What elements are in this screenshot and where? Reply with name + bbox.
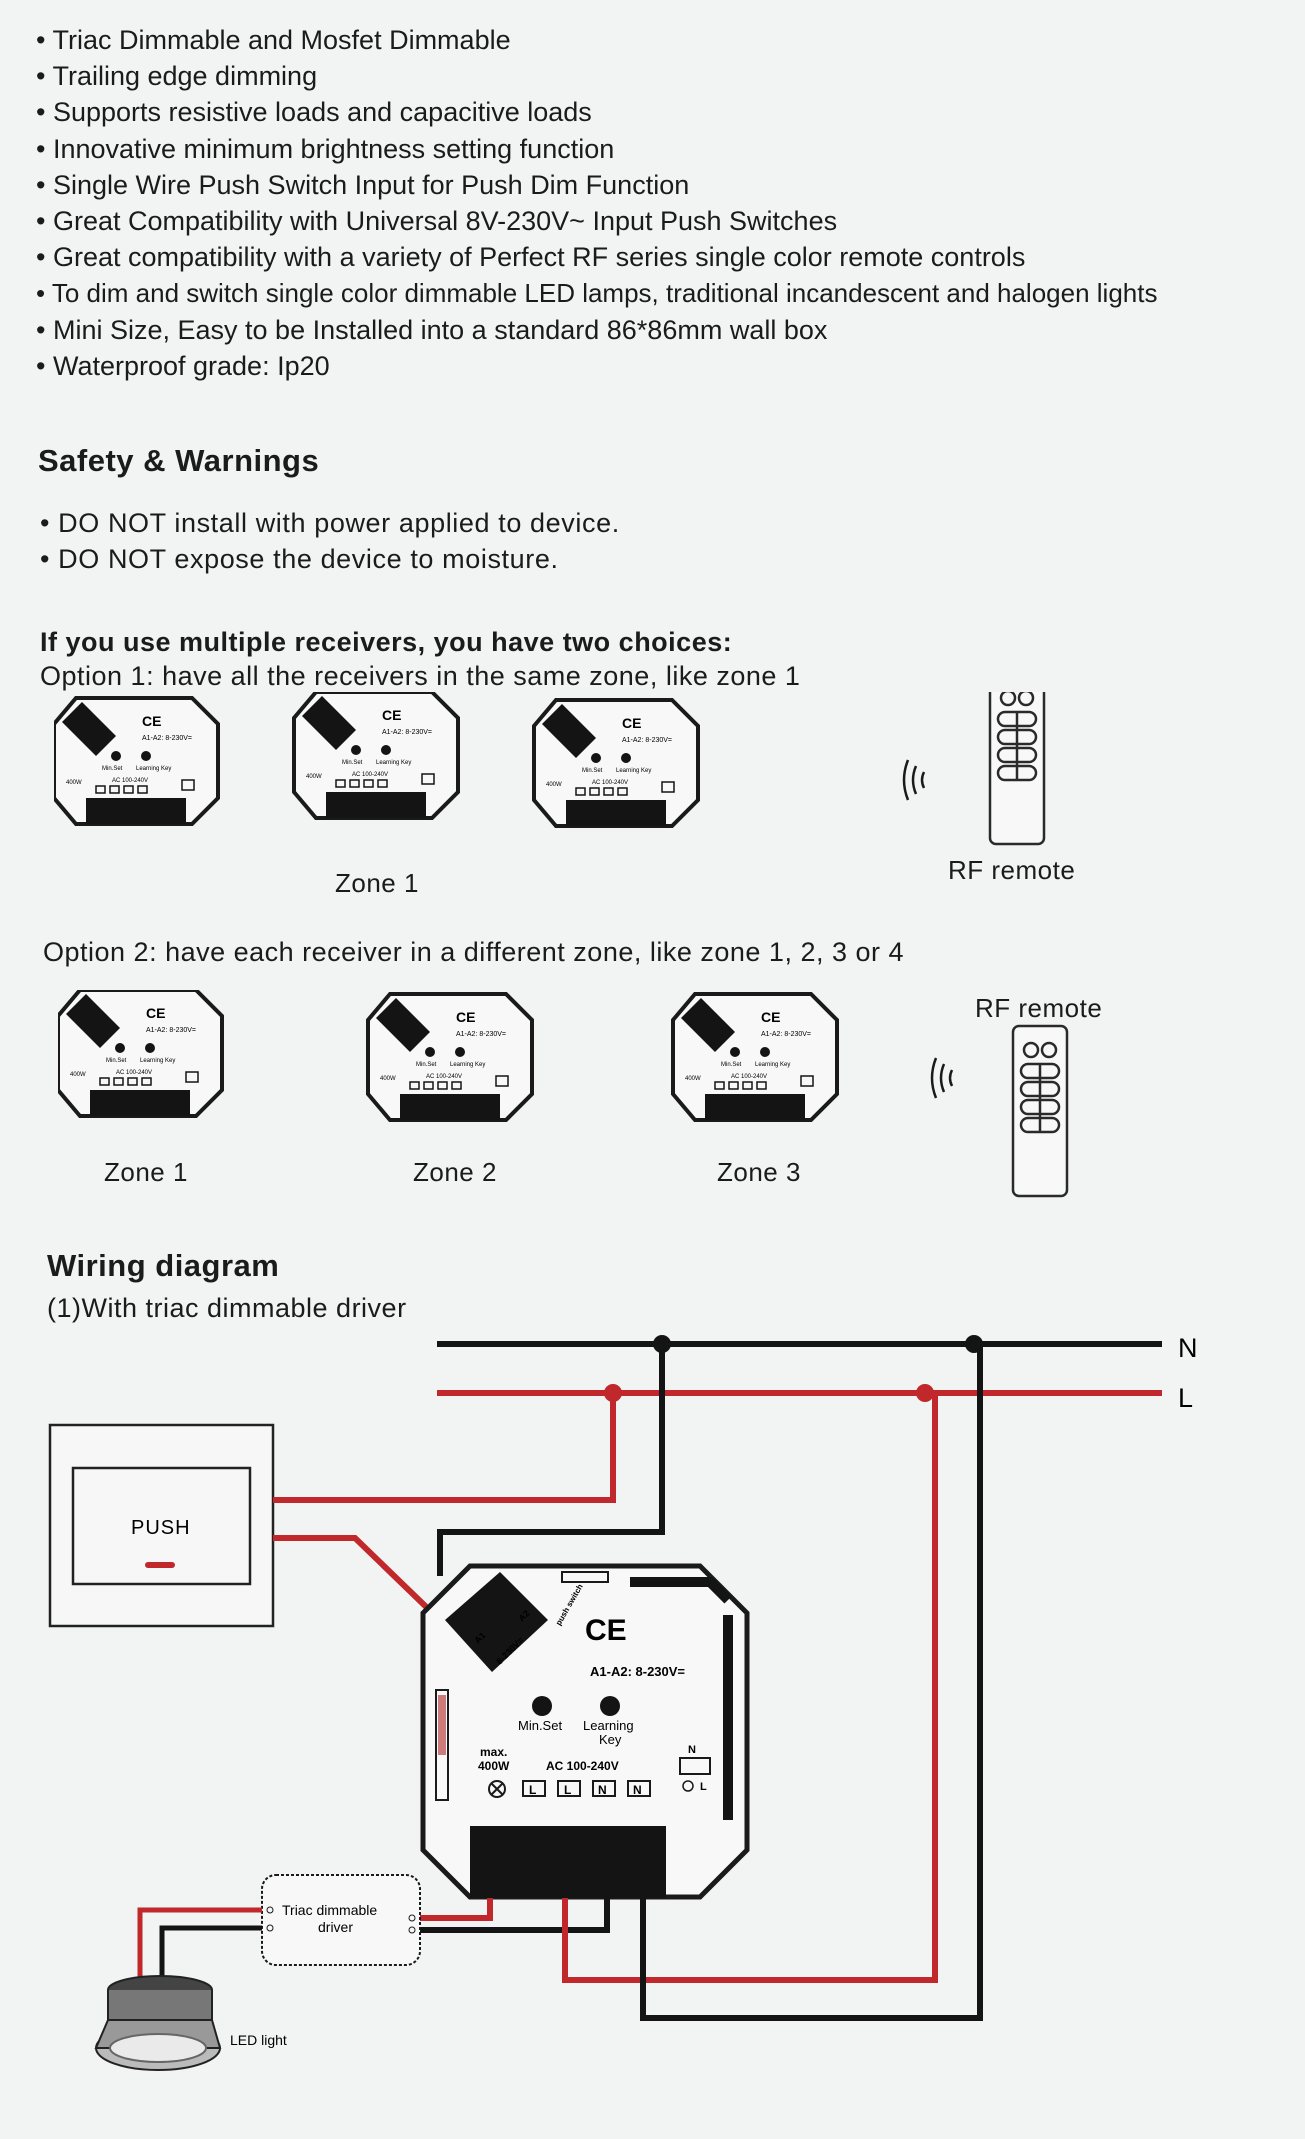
feature-item: To dim and switch single color dimmable … bbox=[36, 275, 1158, 311]
feature-item: Mini Size, Easy to be Installed into a s… bbox=[36, 312, 1157, 348]
svg-text:A1-A2: 8-230V=: A1-A2: 8-230V= bbox=[146, 1027, 196, 1034]
svg-text:L: L bbox=[700, 1781, 707, 1793]
push-label: PUSH bbox=[131, 1517, 191, 1539]
svg-text:Learning: Learning bbox=[583, 1718, 634, 1733]
receivers-heading: If you use multiple receivers, you have … bbox=[40, 627, 733, 657]
svg-text:max.: max. bbox=[480, 1745, 507, 1759]
svg-text:Min.Set: Min.Set bbox=[342, 760, 363, 766]
svg-text:N: N bbox=[633, 1783, 642, 1797]
svg-text:CE: CE bbox=[761, 1009, 780, 1025]
receiver-device: CE A1-A2: 8-230V= Min.Set Learning Key 4… bbox=[292, 692, 460, 820]
svg-text:400W: 400W bbox=[478, 1759, 510, 1773]
safety-title: Safety & Warnings bbox=[38, 443, 320, 478]
svg-text:driver: driver bbox=[318, 1919, 353, 1935]
svg-text:Learning Key: Learning Key bbox=[140, 1058, 175, 1064]
receiver-device: CE A1-A2: 8-230V= Min.Set Learning Key 4… bbox=[532, 698, 700, 828]
svg-text:A1-A2: 8-230V=: A1-A2: 8-230V= bbox=[142, 735, 192, 742]
receiver-device: CE A1-A2: 8-230V= Min.Set Learning Key 4… bbox=[366, 992, 534, 1122]
n-label: N bbox=[1178, 1333, 1198, 1363]
feature-item: Triac Dimmable and Mosfet Dimmable bbox=[36, 22, 1157, 58]
svg-text:AC 100-240V: AC 100-240V bbox=[116, 1070, 152, 1076]
svg-text:AC 100-240V: AC 100-240V bbox=[592, 780, 628, 786]
feature-item: Innovative minimum brightness setting fu… bbox=[36, 131, 1157, 167]
svg-text:AC 100-240V: AC 100-240V bbox=[352, 772, 388, 778]
svg-text:CE: CE bbox=[622, 715, 641, 731]
feature-item: Great Compatibility with Universal 8V-23… bbox=[36, 203, 1157, 239]
svg-text:L: L bbox=[564, 1783, 571, 1797]
svg-text:A1-A2: 8-230V=: A1-A2: 8-230V= bbox=[622, 737, 672, 744]
svg-text:CE: CE bbox=[585, 1614, 627, 1647]
feature-item: Waterproof grade: Ip20 bbox=[36, 348, 1157, 384]
svg-text:N: N bbox=[688, 1744, 696, 1756]
wiring-subtitle: (1)With triac dimmable driver bbox=[47, 1293, 407, 1323]
receiver-device: CE A1-A2: 8-230V= Min.Set Learning Key 4… bbox=[671, 992, 839, 1122]
svg-text:400W: 400W bbox=[66, 780, 82, 786]
svg-text:CE: CE bbox=[142, 713, 161, 729]
svg-text:Min.Set: Min.Set bbox=[582, 768, 603, 774]
svg-text:Min.Set: Min.Set bbox=[102, 766, 123, 772]
svg-text:Learning Key: Learning Key bbox=[616, 768, 651, 774]
svg-text:Learning Key: Learning Key bbox=[755, 1062, 790, 1068]
svg-text:Min.Set: Min.Set bbox=[721, 1062, 742, 1068]
option1-diagram: CE A1-A2: 8-230V= Min.Set Learning Key 4… bbox=[54, 692, 1046, 846]
rf-signal-icon bbox=[902, 759, 926, 801]
svg-text:400W: 400W bbox=[546, 782, 562, 788]
zone-label: Zone 1 bbox=[104, 1157, 188, 1187]
svg-text:Triac dimmable: Triac dimmable bbox=[282, 1902, 377, 1918]
svg-text:400W: 400W bbox=[685, 1076, 701, 1082]
svg-text:AC 100-240V: AC 100-240V bbox=[112, 778, 148, 784]
rf-remote-icon bbox=[988, 692, 1046, 846]
svg-text:Learning Key: Learning Key bbox=[376, 760, 411, 766]
rf-remote-label: RF remote bbox=[948, 855, 1076, 885]
feature-item: Trailing edge dimming bbox=[36, 58, 1157, 94]
feature-item: Single Wire Push Switch Input for Push D… bbox=[36, 167, 1157, 203]
l-label: L bbox=[1178, 1383, 1193, 1413]
svg-text:L: L bbox=[529, 1783, 536, 1797]
svg-text:A1-A2: 8-230V=: A1-A2: 8-230V= bbox=[590, 1664, 685, 1679]
svg-text:CE: CE bbox=[382, 707, 401, 723]
zone-label: Zone 3 bbox=[717, 1157, 801, 1187]
svg-text:AC 100-240V: AC 100-240V bbox=[731, 1074, 767, 1080]
svg-text:A1-A2: 8-230V=: A1-A2: 8-230V= bbox=[382, 729, 432, 736]
feature-list: Triac Dimmable and Mosfet Dimmable Trail… bbox=[36, 22, 1158, 384]
svg-text:N: N bbox=[598, 1783, 607, 1797]
svg-text:Learning Key: Learning Key bbox=[136, 766, 171, 772]
dimmer-device: CE A1-A2: 8-230V= 8-230V= A1 A2 push swi… bbox=[420, 1563, 750, 1900]
rf-signal-icon bbox=[930, 1057, 954, 1099]
wiring-diagram: N L PUSH CE A1-A2: 8-230V= 8-230V= A1 A2… bbox=[48, 1333, 1198, 2071]
svg-text:CE: CE bbox=[456, 1009, 475, 1025]
svg-text:Learning Key: Learning Key bbox=[450, 1062, 485, 1068]
svg-text:Min.Set: Min.Set bbox=[106, 1058, 127, 1064]
svg-text:AC 100-240V: AC 100-240V bbox=[426, 1074, 462, 1080]
feature-item: Great compatibility with a variety of Pe… bbox=[36, 239, 1157, 275]
svg-text:400W: 400W bbox=[380, 1076, 396, 1082]
svg-text:400W: 400W bbox=[306, 774, 322, 780]
option2-text: Option 2: have each receiver in a differ… bbox=[43, 937, 905, 967]
svg-text:Min.Set: Min.Set bbox=[518, 1718, 562, 1733]
feature-item: Supports resistive loads and capacitive … bbox=[36, 94, 1157, 130]
rf-remote-label: RF remote bbox=[975, 993, 1103, 1023]
option1-text: Option 1: have all the receivers in the … bbox=[40, 661, 801, 691]
rf-remote-icon bbox=[1011, 1024, 1069, 1198]
svg-text:A1-A2: 8-230V=: A1-A2: 8-230V= bbox=[456, 1031, 506, 1038]
svg-text:AC 100-240V: AC 100-240V bbox=[546, 1759, 619, 1773]
triac-driver: Triac dimmable driver bbox=[261, 1874, 421, 1966]
zone-label: Zone 2 bbox=[413, 1157, 497, 1187]
zone-label: Zone 1 bbox=[335, 868, 419, 898]
receiver-device: CE A1-A2: 8-230V= Min.Set Learning Key 4… bbox=[58, 990, 224, 1118]
led-light-icon bbox=[94, 1975, 222, 2071]
svg-text:A1-A2: 8-230V=: A1-A2: 8-230V= bbox=[761, 1031, 811, 1038]
led-label: LED light bbox=[230, 2032, 287, 2048]
warning-item: DO NOT install with power applied to dev… bbox=[40, 505, 620, 541]
wiring-title: Wiring diagram bbox=[47, 1248, 280, 1283]
option2-diagram: CE A1-A2: 8-230V= Min.Set Learning Key 4… bbox=[58, 990, 1069, 1198]
svg-text:400W: 400W bbox=[70, 1072, 86, 1078]
warning-list: DO NOT install with power applied to dev… bbox=[40, 505, 620, 577]
receiver-device: CE A1-A2: 8-230V= Min.Set Learning Key 4… bbox=[54, 696, 220, 826]
svg-text:CE: CE bbox=[146, 1005, 165, 1021]
push-switch: PUSH bbox=[48, 1423, 275, 1628]
svg-text:Min.Set: Min.Set bbox=[416, 1062, 437, 1068]
warning-item: DO NOT expose the device to moisture. bbox=[40, 541, 620, 577]
svg-text:Key: Key bbox=[599, 1732, 622, 1747]
